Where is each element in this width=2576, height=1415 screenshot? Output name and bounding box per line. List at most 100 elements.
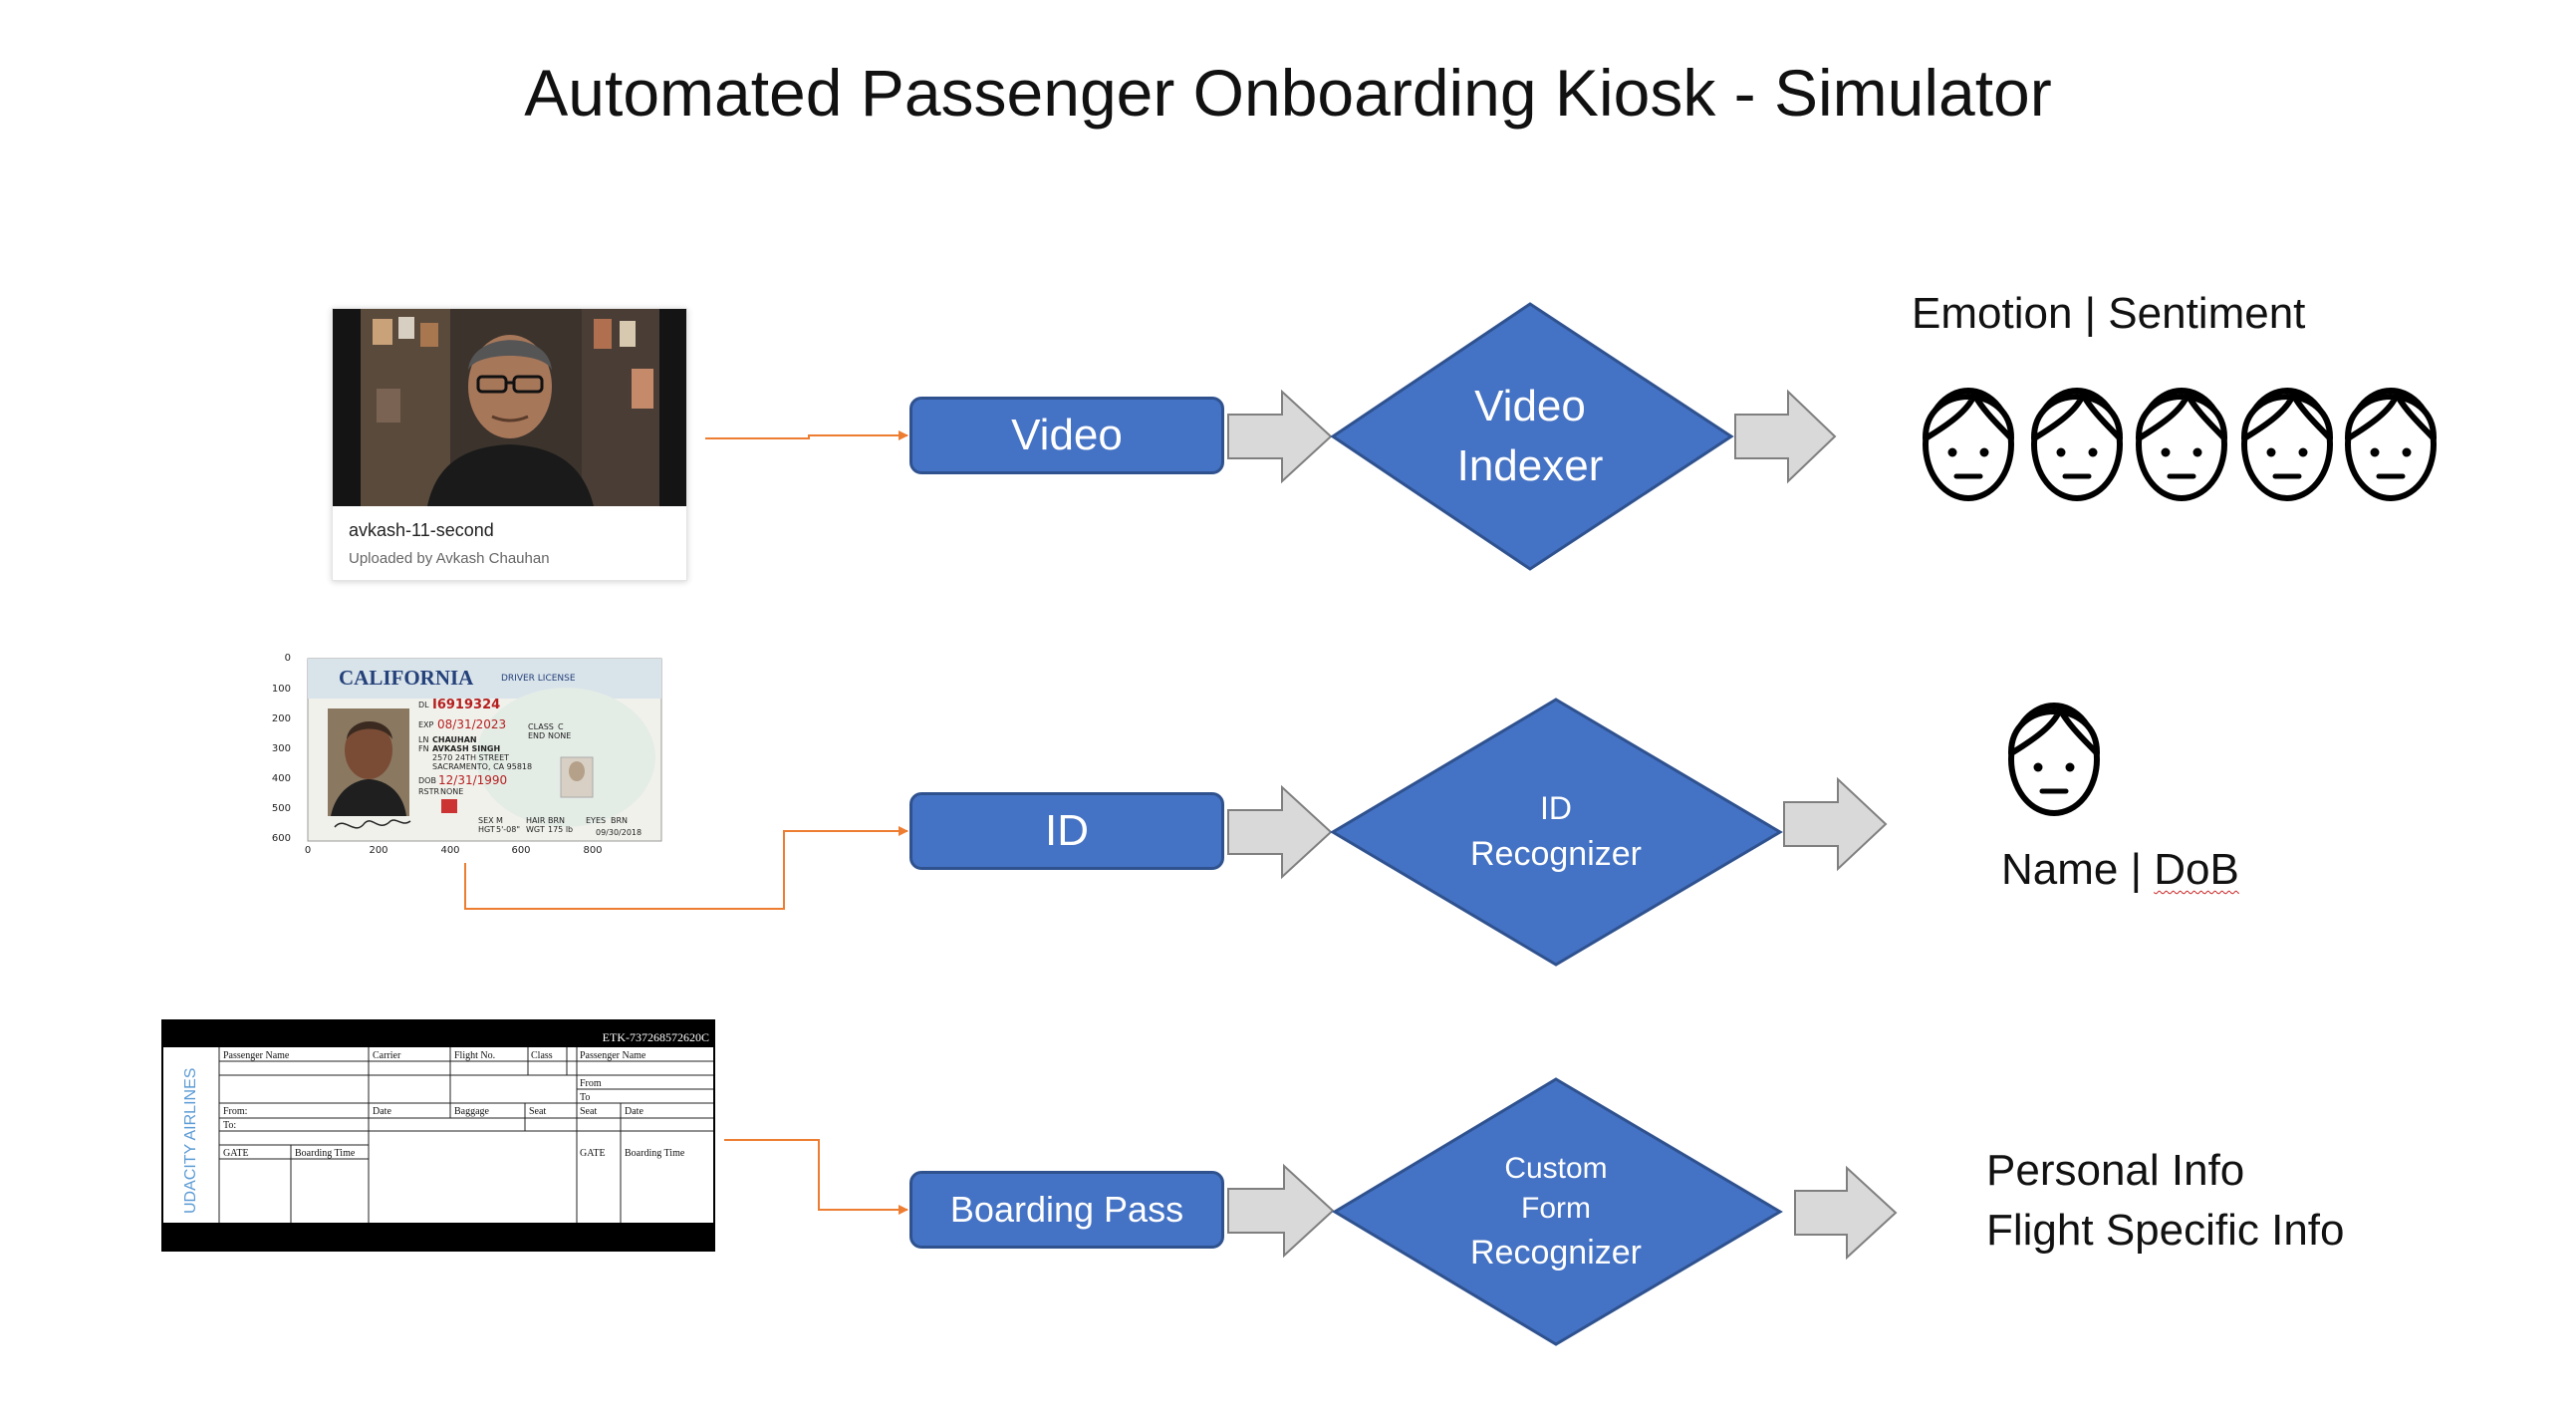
pass-label: Passenger Name [223,1050,290,1061]
face-outline-icon [2034,391,2120,498]
pass-label: GATE [223,1148,249,1159]
pass-label: Date [373,1106,391,1117]
axis-tick-y: 200 [272,713,291,724]
id-first-name: AVKASH SINGH [432,744,500,753]
connector-video [705,430,908,440]
video-card[interactable]: avkash-11-second Uploaded by Avkash Chau… [332,308,687,581]
dob-output-text: DoB [2154,845,2239,894]
svg-text:DL: DL [418,701,429,709]
video-indexer-label: Video [1474,382,1586,430]
face-outline-icon [2139,391,2224,498]
flow-arrow-icon [1734,389,1837,484]
name-dob-output: Name | DoB [2001,845,2239,895]
svg-text:SEX: SEX [478,816,494,825]
svg-text:RSTR: RSTR [418,787,440,796]
flight-info-output: Flight Specific Info [1986,1206,2345,1255]
pass-label: Baggage [454,1106,490,1117]
id-recognizer-label: Recognizer [1470,835,1642,873]
flow-arrow-icon [1227,784,1333,880]
flow-arrow-icon [1783,776,1888,872]
face-outline-icon [2348,391,2434,498]
id-dl-number: I6919324 [432,698,500,712]
pass-label: From [580,1078,602,1089]
diagram-title: Automated Passenger Onboarding Kiosk - S… [524,56,2052,130]
pass-label: Class [531,1050,553,1061]
svg-text:EXP: EXP [418,720,434,729]
id-eyes: BRN [611,816,628,825]
pass-label: Passenger Name [580,1050,646,1061]
emotion-sentiment-output: Emotion | Sentiment [1912,289,2306,338]
axis-tick-x: 600 [511,845,530,856]
svg-text:HAIR: HAIR [526,816,546,825]
id-hair: BRN [548,816,565,825]
flow-arrow-icon [1227,389,1333,484]
id-end: NONE [548,731,571,740]
face-outline-icon [2011,706,2097,813]
pass-label: Flight No. [454,1050,495,1061]
axis-tick-y: 100 [272,684,291,695]
id-class: C [558,722,564,731]
video-step-box[interactable]: Video [909,397,1224,474]
personal-info-output: Personal Info [1986,1146,2245,1195]
svg-text:WGT: WGT [526,825,545,834]
pass-label: From: [223,1106,247,1117]
id-address-1: 2570 24TH STREET [432,753,509,762]
custom-form-recognizer-diamond [1332,1077,1783,1346]
pass-label: GATE [580,1148,606,1159]
pass-airline: UDACITY AIRLINES [182,1068,199,1214]
axis-tick-y: 600 [272,833,291,844]
flow-arrow-icon [1794,1165,1898,1261]
id-iss: 09/30/2018 [596,828,642,837]
svg-text:CLASS: CLASS [528,722,554,731]
id-signature [334,819,411,829]
svg-text:LN: LN [418,735,428,744]
video-title[interactable]: avkash-11-second [349,520,494,540]
boarding-pass-image: ETK-737268572620C Passenger Name Carrier [161,1019,715,1252]
svg-text:HGT: HGT [478,825,495,834]
id-state: CALIFORNIA [339,666,474,690]
pass-label: Seat [580,1106,597,1117]
video-thumbnail[interactable] [333,309,686,506]
pass-label: To [580,1092,590,1103]
id-dob: 12/31/1990 [438,773,507,787]
axis-tick-x: 0 [305,845,311,856]
axis-tick-x: 400 [440,845,459,856]
id-exp: 08/31/2023 [437,717,506,731]
id-hgt: 5'-08" [496,825,520,834]
pass-label: Boarding Time [625,1148,685,1159]
video-indexer-label: Indexer [1457,441,1604,490]
form-recognizer-label: Custom [1504,1152,1607,1185]
video-frame-image [333,309,686,506]
face-outline-icon [1926,391,2011,498]
pass-label: Date [625,1106,644,1117]
id-recognizer-label: ID [1540,790,1572,826]
pass-label: Boarding Time [295,1148,356,1159]
axis-tick-y: 0 [285,653,291,664]
axis-tick-x: 800 [583,845,602,856]
name-output-text: Name | [2001,845,2155,894]
axis-tick-y: 400 [272,773,291,784]
svg-text:DOB: DOB [418,776,436,785]
id-rstr: NONE [440,787,463,796]
pass-label: To: [223,1120,236,1131]
axis-tick-y: 500 [272,803,291,814]
flow-arrow-icon [1227,1163,1335,1259]
id-last-name: CHAUHAN [432,735,477,744]
id-sex: M [496,816,503,825]
id-step-box[interactable]: ID [909,792,1224,870]
id-recognizer-diamond [1330,698,1783,967]
id-wgt: 175 lb [548,825,573,834]
form-recognizer-label: Recognizer [1470,1234,1642,1272]
face-outline-icon [2244,391,2330,498]
video-uploader: Uploaded by Avkash Chauhan [349,550,550,567]
pass-label: Carrier [373,1050,401,1061]
boarding-pass-step-box[interactable]: Boarding Pass [909,1171,1224,1249]
form-recognizer-label: Form [1521,1192,1591,1225]
svg-text:END: END [528,731,545,740]
axis-tick-y: 300 [272,743,291,754]
pass-ticket-number: ETK-737268572620C [603,1030,709,1044]
id-address-2: SACRAMENTO, CA 95818 [432,762,532,771]
pass-label: Seat [529,1106,546,1117]
axis-tick-x: 200 [369,845,387,856]
svg-text:FN: FN [418,744,429,753]
